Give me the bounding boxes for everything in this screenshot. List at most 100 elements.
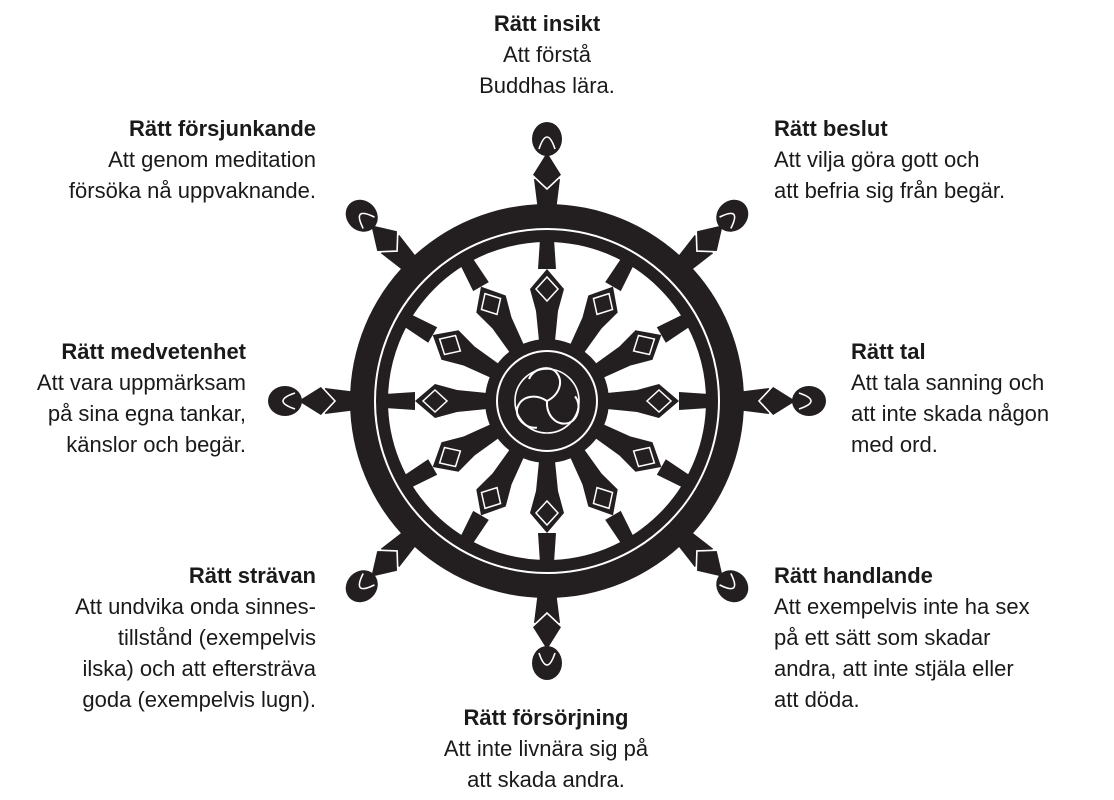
step-line: Att vilja göra gott och [774, 147, 980, 172]
wheel-spoke [594, 313, 691, 378]
spoke-diamond [438, 446, 462, 468]
step-line: tillstånd (exempelvis [117, 625, 316, 650]
handle-diamond [369, 549, 399, 579]
step-title: Rätt försörjning [463, 705, 629, 730]
step-title: Rätt beslut [774, 116, 888, 141]
path-step-right: Rätt tal Att tala sanning och att inte s… [851, 336, 1049, 460]
spoke-tip [538, 239, 556, 269]
handle-knob [268, 386, 302, 416]
spoke-tip [656, 459, 691, 489]
wheel-handle [530, 591, 564, 680]
spoke-diamond [480, 486, 502, 510]
spoke-body [594, 424, 662, 472]
spoke-body [570, 448, 618, 516]
step-line: att skada andra. [467, 767, 625, 792]
handle-knob-line [282, 392, 296, 410]
spoke-body [594, 330, 662, 378]
path-step-bottom-left: Rätt strävan Att undvika onda sinnes- ti… [75, 560, 316, 715]
spoke-tip [605, 510, 635, 545]
step-line: att döda. [774, 687, 860, 712]
handle-knob-line [798, 392, 812, 410]
step-line: andra, att inte stjäla eller [774, 656, 1014, 681]
wheel-spoke [385, 384, 487, 418]
step-line: försöka nå uppvaknande. [68, 178, 316, 203]
wheel-handle [268, 384, 357, 418]
spoke-diamond [632, 446, 656, 468]
step-title: Rätt strävan [188, 563, 316, 588]
handle-knob-line [358, 573, 375, 590]
path-step-left: Rätt medvetenhet Att vara uppmärksam på … [37, 336, 246, 460]
handle-knob-line [538, 136, 556, 150]
step-line: Att inte livnära sig på [443, 736, 649, 761]
step-line: på sina egna tankar, [47, 401, 246, 426]
spoke-tip [403, 459, 438, 489]
step-line: Buddhas lära. [479, 73, 615, 98]
wheel-spoke [459, 257, 524, 354]
spoke-body [432, 424, 500, 472]
handle-shaft [534, 591, 560, 623]
step-line: att befria sig från begär. [774, 178, 1006, 203]
wheel-handle [674, 199, 749, 274]
handle-diamond [530, 149, 564, 191]
wheel-spoke [570, 448, 635, 545]
handle-diamond [530, 611, 564, 653]
handle-diamond [695, 549, 725, 579]
step-line: Att tala sanning och [851, 370, 1045, 395]
spoke-tip [459, 510, 489, 545]
handle-diamond [295, 384, 337, 418]
step-line: Att förstå [502, 42, 592, 67]
handle-diamond [757, 384, 799, 418]
wheel-spokes [385, 239, 709, 563]
spoke-diamond [534, 499, 560, 527]
spoke-diamond [632, 334, 656, 356]
swirl-ring [514, 368, 580, 434]
handle-knob [792, 386, 826, 416]
handle-knob-line [538, 652, 556, 666]
hub-swirl [514, 367, 580, 434]
path-step-bottom: Rätt försörjning Att inte livnära sig på… [406, 702, 686, 795]
step-line: ilska) och att eftersträva [82, 656, 316, 681]
handle-knob [716, 199, 749, 232]
hub-ring [496, 350, 598, 452]
wheel-handle [530, 122, 564, 211]
path-step-top-right: Rätt beslut Att vilja göra gott och att … [774, 113, 1005, 206]
step-line: att inte skada någon [851, 401, 1050, 426]
rim-inner-line [374, 228, 720, 574]
handle-shaft [737, 388, 769, 414]
step-title: Rätt tal [851, 339, 926, 364]
step-line: Att vara uppmärksam [36, 370, 246, 395]
spoke-diamond [592, 486, 614, 510]
spoke-tip [385, 392, 415, 410]
spoke-diamond [438, 334, 462, 356]
spoke-diamond [480, 292, 502, 316]
spoke-body [476, 448, 524, 516]
path-step-top-left: Rätt försjunkande Att genom meditation f… [69, 113, 316, 206]
wheel-spoke [530, 239, 564, 341]
step-line: Att exempelvis inte ha sex [774, 594, 1030, 619]
wheel-spoke [530, 461, 564, 563]
spoke-body [432, 330, 500, 378]
spoke-body [570, 286, 618, 354]
handle-knob-line [719, 212, 736, 229]
spoke-tip [679, 392, 709, 410]
step-line: Att genom meditation [108, 147, 316, 172]
spoke-diamond [592, 292, 614, 316]
step-title: Rätt handlande [774, 563, 933, 588]
handle-knob [532, 122, 562, 156]
wheel-handles [268, 122, 826, 680]
handle-knob [532, 646, 562, 680]
step-line: känslor och begär. [66, 432, 246, 457]
wheel-spoke [570, 257, 635, 354]
step-line: på ett sätt som skadar [774, 625, 991, 650]
spoke-tip [459, 257, 489, 292]
spoke-tip [538, 533, 556, 563]
path-step-bottom-right: Rätt handlande Att exempelvis inte ha se… [774, 560, 1030, 715]
handle-shaft [534, 179, 560, 211]
spoke-tip [605, 257, 635, 292]
handle-knob [345, 199, 378, 232]
step-title: Rätt insikt [493, 11, 601, 36]
handle-knob [716, 570, 749, 603]
handle-knob [345, 570, 378, 603]
step-line: goda (exempelvis lugn). [82, 687, 316, 712]
